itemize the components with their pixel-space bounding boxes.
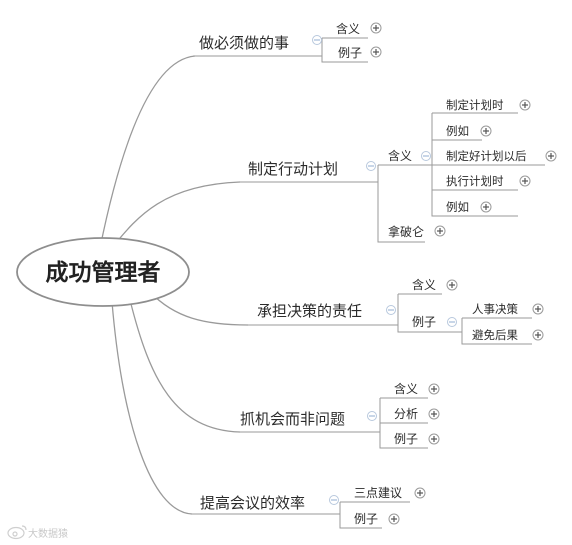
child-label: 含义 [394, 381, 418, 396]
child-label: 人事决策 [472, 302, 518, 316]
weibo-logo-icon [7, 525, 27, 540]
plus-circle-icon[interactable] [532, 329, 544, 341]
child-label: 例子 [354, 512, 378, 526]
child-node-2-1-3[interactable]: 制定好计划以后 [446, 149, 557, 163]
branch-node-2[interactable]: 制定行动计划 [248, 160, 376, 178]
child-node-2-1-2[interactable]: 例如 [446, 124, 492, 138]
child-node-1-1[interactable]: 含义 [336, 21, 382, 36]
branch-label-1: 做必须做的事 [199, 34, 289, 52]
child-label: 分析 [394, 407, 418, 421]
child-node-4-3[interactable]: 例子 [394, 432, 440, 446]
child-label: 三点建议 [354, 486, 402, 500]
plus-circle-icon[interactable] [388, 513, 400, 525]
watermark-text: 大数据猿 [28, 527, 68, 540]
child-node-4-1[interactable]: 含义 [394, 381, 440, 396]
plus-circle-icon[interactable] [480, 125, 492, 137]
collapse-icon[interactable] [447, 317, 457, 327]
plus-circle-icon[interactable] [446, 279, 458, 291]
branch-label-5: 提高会议的效率 [200, 494, 305, 512]
child-label: 含义 [336, 21, 360, 36]
collapse-icon[interactable] [366, 161, 376, 171]
child-label: 含义 [388, 148, 412, 163]
branch-node-4[interactable]: 抓机会而非问题 [240, 410, 377, 428]
level1-underlines [192, 55, 398, 515]
plus-circle-icon[interactable] [428, 408, 440, 420]
child-label: 例如 [446, 124, 469, 138]
root-label: 成功管理者 [46, 259, 161, 286]
child-label: 例子 [338, 46, 362, 60]
child-label: 例子 [412, 315, 436, 329]
child-label: 拿破仑 [388, 224, 424, 239]
collapse-icon[interactable] [421, 151, 431, 161]
branch-node-1[interactable]: 做必须做的事 [199, 34, 322, 52]
child-node-1-2[interactable]: 例子 [338, 46, 382, 60]
plus-circle-icon[interactable] [428, 433, 440, 445]
root-ellipse [16, 237, 190, 307]
child-node-5-2[interactable]: 例子 [354, 512, 400, 526]
watermark: 大数据猿 [7, 525, 68, 540]
collapse-icon[interactable] [329, 495, 339, 505]
child-node-2-1-5[interactable]: 例如 [446, 200, 492, 214]
branch-node-5[interactable]: 提高会议的效率 [200, 494, 339, 512]
child-node-3-2-1[interactable]: 人事决策 [472, 302, 544, 316]
branch-label-4: 抓机会而非问题 [240, 410, 345, 428]
branch-node-3[interactable]: 承担决策的责任 [257, 302, 396, 320]
child-node-4-2[interactable]: 分析 [394, 407, 440, 421]
branch-label-3: 承担决策的责任 [257, 302, 362, 320]
plus-circle-icon[interactable] [428, 383, 440, 395]
plus-circle-icon[interactable] [414, 487, 426, 499]
child-label: 例子 [394, 432, 418, 446]
plus-circle-icon[interactable] [545, 150, 557, 162]
child-brackets [321, 37, 545, 529]
child-node-2-1[interactable]: 含义 [388, 148, 431, 163]
plus-circle-icon[interactable] [519, 99, 531, 111]
child-node-3-2-2[interactable]: 避免后果 [472, 328, 544, 342]
child-label: 含义 [412, 277, 436, 292]
root-node[interactable]: 成功管理者 [16, 237, 190, 307]
collapse-icon[interactable] [312, 35, 322, 45]
plus-circle-icon[interactable] [519, 175, 531, 187]
child-label: 避免后果 [472, 328, 518, 342]
plus-circle-icon[interactable] [434, 225, 446, 237]
child-node-5-1[interactable]: 三点建议 [354, 486, 426, 500]
child-label: 制定好计划以后 [446, 149, 527, 163]
branch-label-2: 制定行动计划 [248, 160, 338, 178]
plus-circle-icon[interactable] [532, 303, 544, 315]
child-node-3-2[interactable]: 例子 [412, 315, 457, 329]
child-node-3-1[interactable]: 含义 [412, 277, 458, 292]
child-label: 执行计划时 [446, 174, 504, 188]
child-label: 制定计划时 [446, 98, 504, 112]
plus-circle-icon[interactable] [480, 201, 492, 213]
child-node-2-1-4[interactable]: 执行计划时 [446, 174, 531, 188]
child-node-2-2[interactable]: 拿破仑 [388, 224, 446, 239]
collapse-icon[interactable] [386, 305, 396, 315]
child-label: 例如 [446, 200, 469, 214]
collapse-icon[interactable] [367, 411, 377, 421]
plus-circle-icon[interactable] [370, 22, 382, 34]
child-node-2-1-1[interactable]: 制定计划时 [446, 98, 531, 112]
plus-circle-icon[interactable] [370, 46, 382, 58]
